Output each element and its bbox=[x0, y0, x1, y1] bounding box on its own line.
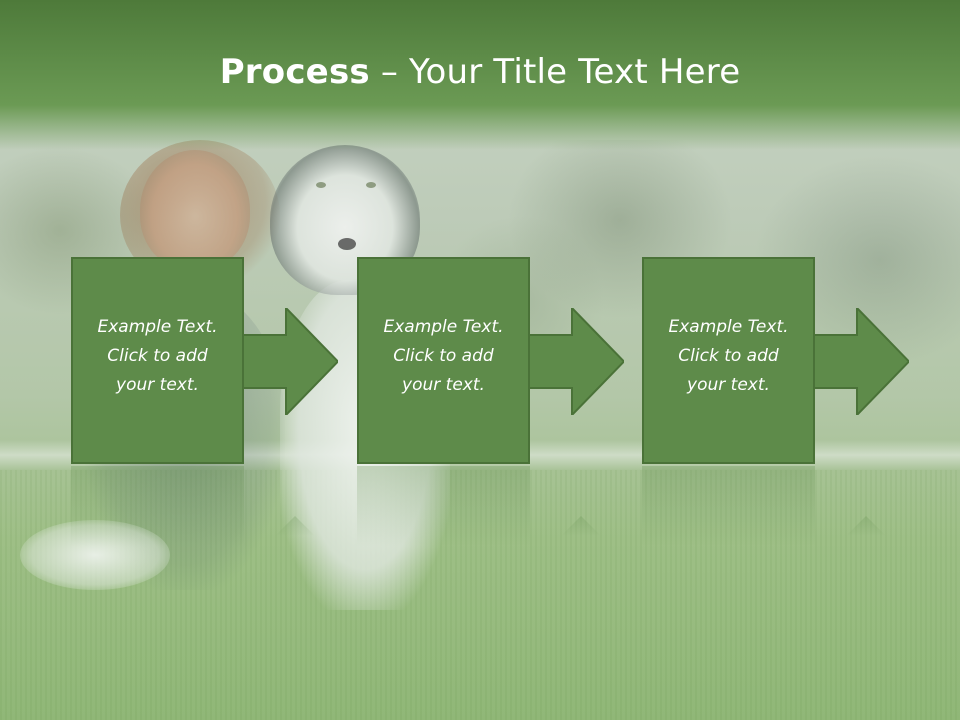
step-3-text[interactable]: Example Text. Click to add your text. bbox=[668, 317, 789, 395]
step-reflection bbox=[71, 466, 244, 546]
title-band bbox=[0, 0, 960, 150]
dog-nose bbox=[338, 238, 356, 250]
right-arrow-icon bbox=[529, 308, 624, 415]
step-reflection bbox=[642, 466, 815, 546]
step-1-text[interactable]: Example Text. Click to add your text. bbox=[97, 317, 218, 395]
title-bold: Process bbox=[219, 52, 370, 92]
process-step-2[interactable]: Example Text. Click to add your text. bbox=[357, 257, 530, 464]
woman-face bbox=[140, 150, 250, 270]
right-arrow-icon bbox=[814, 308, 909, 415]
step-2-text[interactable]: Example Text. Click to add your text. bbox=[383, 317, 504, 395]
step-reflection bbox=[357, 466, 530, 546]
right-arrow-icon bbox=[243, 308, 338, 415]
dog-eye bbox=[366, 182, 376, 188]
slide-title[interactable]: Process – Your Title Text Here bbox=[0, 52, 960, 92]
dog-eye bbox=[316, 182, 326, 188]
process-step-1[interactable]: Example Text. Click to add your text. bbox=[71, 257, 244, 464]
title-rest: – Your Title Text Here bbox=[369, 52, 741, 92]
process-step-3[interactable]: Example Text. Click to add your text. bbox=[642, 257, 815, 464]
background-grass bbox=[0, 470, 960, 720]
dog-tail bbox=[20, 520, 170, 590]
